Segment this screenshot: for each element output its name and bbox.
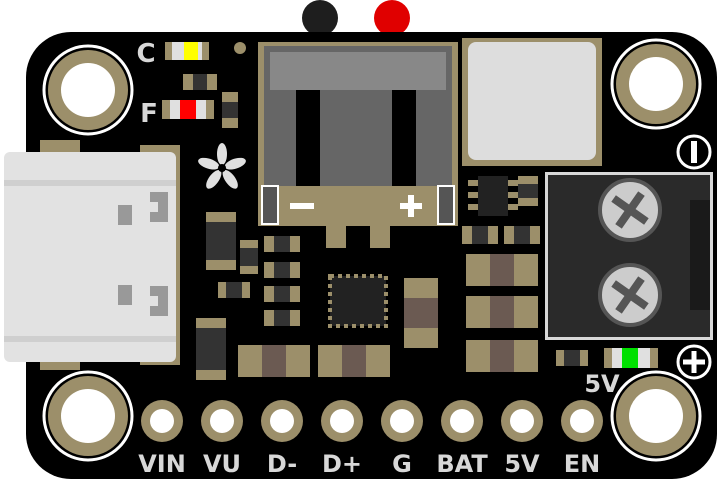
pin-label: VU	[203, 450, 241, 478]
charge-led-label: C	[136, 39, 155, 69]
pin-label: G	[392, 450, 412, 478]
pin-label: 5V	[504, 450, 540, 478]
connector-plus-mark	[400, 195, 422, 217]
pin-label: D+	[322, 450, 362, 478]
fiducial	[234, 42, 246, 54]
pin-g: G	[381, 400, 423, 478]
pin-vu: VU	[201, 400, 243, 478]
pin-d: D+	[321, 400, 363, 478]
adafruit-logo	[198, 143, 246, 189]
header-pins: VIN VU D- D+ G BAT 5V EN	[138, 400, 603, 478]
pin-label: BAT	[436, 450, 488, 478]
charge-led	[165, 42, 209, 60]
jst-battery-connector	[258, 42, 458, 248]
fault-led	[162, 100, 214, 119]
push-button	[462, 38, 602, 166]
pin-label: EN	[564, 450, 600, 478]
pin-en: EN	[561, 400, 603, 478]
terminal-minus-mark	[676, 134, 712, 170]
pin-d: D-	[261, 400, 303, 478]
red-wire	[374, 0, 410, 36]
fault-led-label: F	[140, 99, 158, 129]
screw-terminal-block	[545, 172, 713, 340]
connector-minus-mark	[290, 203, 314, 209]
mounting-holes	[42, 38, 702, 462]
pin-5v: 5V	[501, 400, 543, 478]
pin-bat: BAT	[436, 400, 488, 478]
terminal-plus-mark	[676, 344, 712, 380]
pin-label: VIN	[138, 450, 186, 478]
power-led	[604, 348, 658, 368]
power-led-label: 5V	[584, 370, 620, 398]
pin-label: D-	[267, 450, 297, 478]
pin-vin: VIN	[138, 400, 186, 478]
small-ic	[468, 176, 518, 216]
passive-components	[196, 212, 588, 380]
usb-c-connector	[4, 140, 180, 370]
black-wire	[302, 0, 338, 36]
